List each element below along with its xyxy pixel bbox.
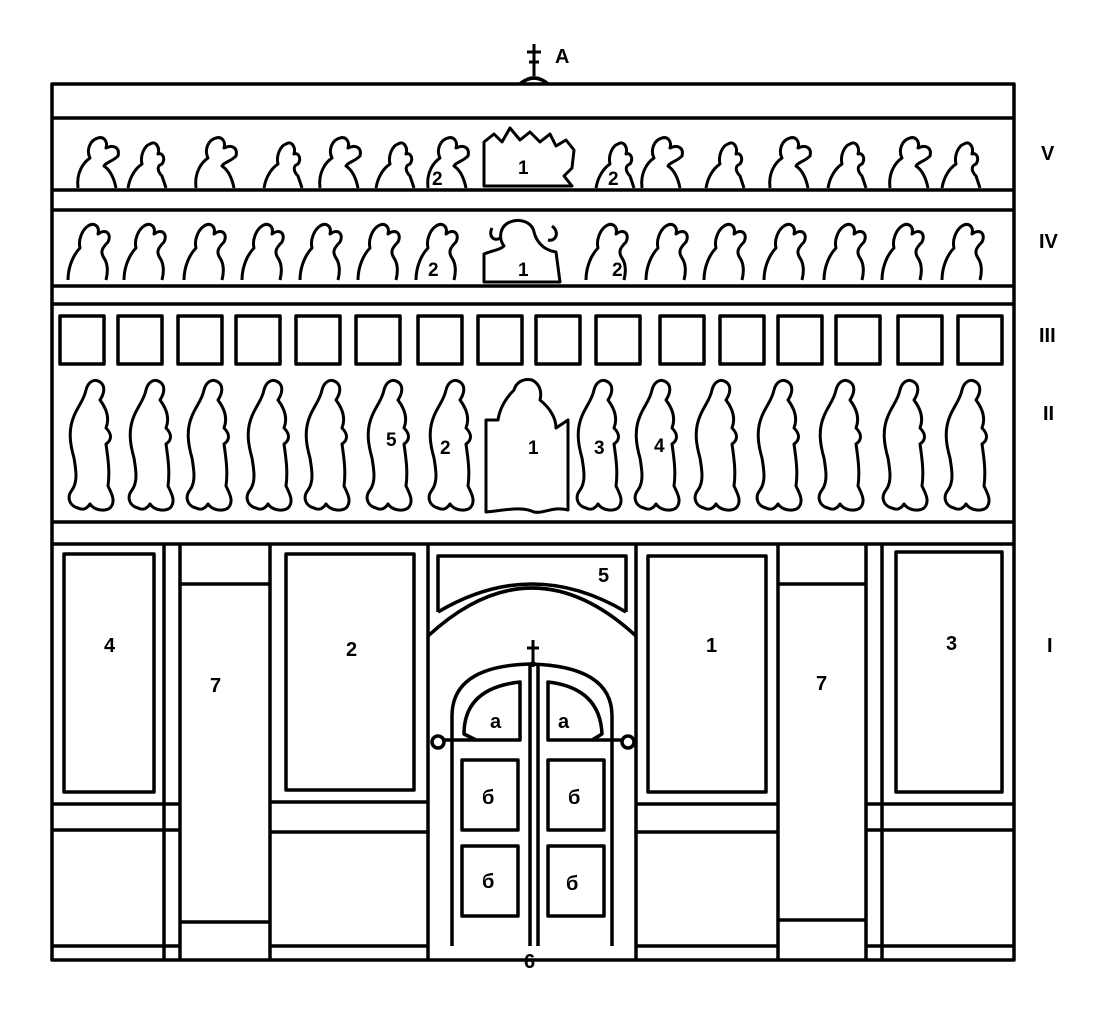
tier-v-center-label: 1 [518,158,529,179]
tier-ii-right-far-label: 4 [654,436,665,457]
tier-iv-center-label: 1 [518,260,529,281]
top-cross-icon [518,44,550,86]
tier-i-structure [52,544,1014,960]
label-a: A [555,46,569,68]
arch-label: 5 [598,565,609,587]
panel-far-left-label: 4 [104,635,116,657]
tier-label-i: I [1047,635,1053,657]
tier-ii-left-near-label: 2 [440,438,451,459]
tier-ii-row [67,378,991,514]
gate-mid-left-label: б [482,787,494,809]
gate-top-right-label: а [558,711,570,733]
tier-iii-row [58,314,1004,366]
side-door-right-label: 7 [816,673,827,695]
door-cross-icon [527,640,539,667]
tier-iv-row [66,218,985,284]
panel-far-right-label: 3 [946,633,957,655]
tier-v-right-label: 2 [608,169,619,190]
band-lines [52,116,1014,546]
tier-ii-right-near-label: 3 [594,438,605,459]
royal-doors [444,662,622,946]
side-door-left-label: 7 [210,675,221,697]
tier-label-iv: IV [1039,231,1059,253]
tier-v-row [76,126,982,190]
gate-low-right-label: б [566,873,578,895]
tier-iv-left-label: 2 [428,260,439,281]
tier-v-left-label: 2 [432,169,443,190]
gate-top-left-label: а [490,711,502,733]
left-ring-icon [430,734,446,750]
tier-ii-left-far-label: 5 [386,430,397,451]
gate-mid-right-label: б [568,787,580,809]
tier-ii-center-label: 1 [528,438,539,459]
tier-label-iii: III [1039,325,1056,347]
tier-label-v: V [1041,143,1055,165]
gate-low-left-label: б [482,871,494,893]
panel-right-label: 1 [706,635,717,657]
tier-iv-right-label: 2 [612,260,623,281]
tier-label-ii: II [1043,403,1054,425]
gate-bottom-label: 6 [524,951,535,973]
right-ring-icon [620,734,636,750]
panel-left-label: 2 [346,639,357,661]
